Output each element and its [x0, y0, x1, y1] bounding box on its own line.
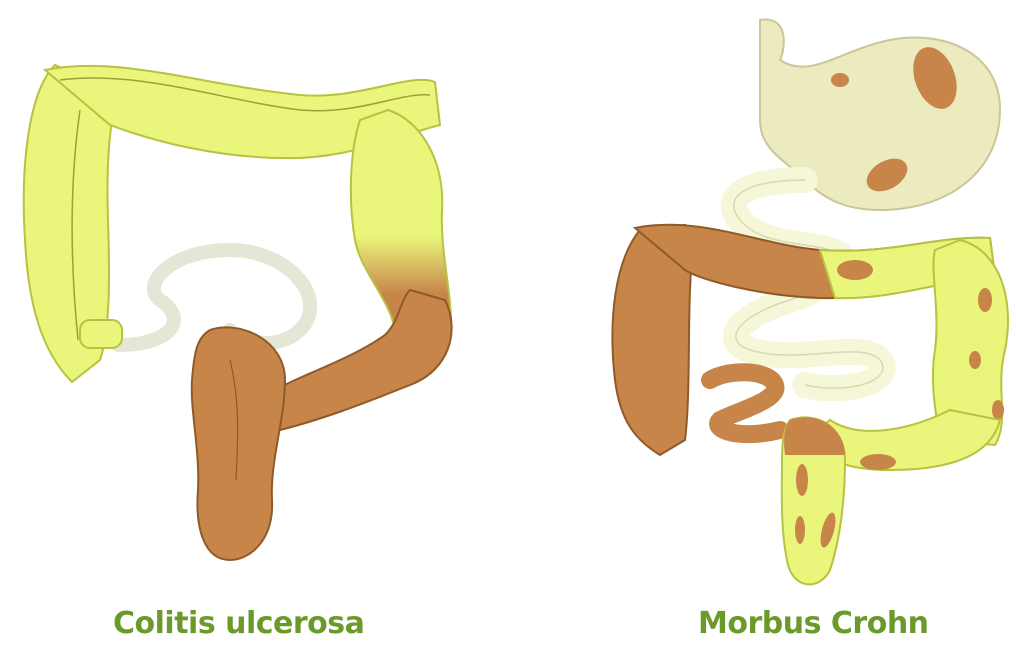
- terminal-ileum: [710, 372, 780, 434]
- colitis-ulcerosa-figure: [0, 0, 480, 648]
- caption-morbus-crohn: Morbus Crohn: [698, 606, 929, 641]
- colitis-colon-illustration: [0, 0, 480, 648]
- caption-colitis-ulcerosa: Colitis ulcerosa: [113, 606, 364, 641]
- morbus-crohn-figure: [590, 0, 1016, 648]
- appendix: [80, 320, 122, 348]
- stomach-lesion: [831, 73, 849, 87]
- rectum: [192, 327, 285, 560]
- crohn-digestive-illustration: [590, 0, 1016, 648]
